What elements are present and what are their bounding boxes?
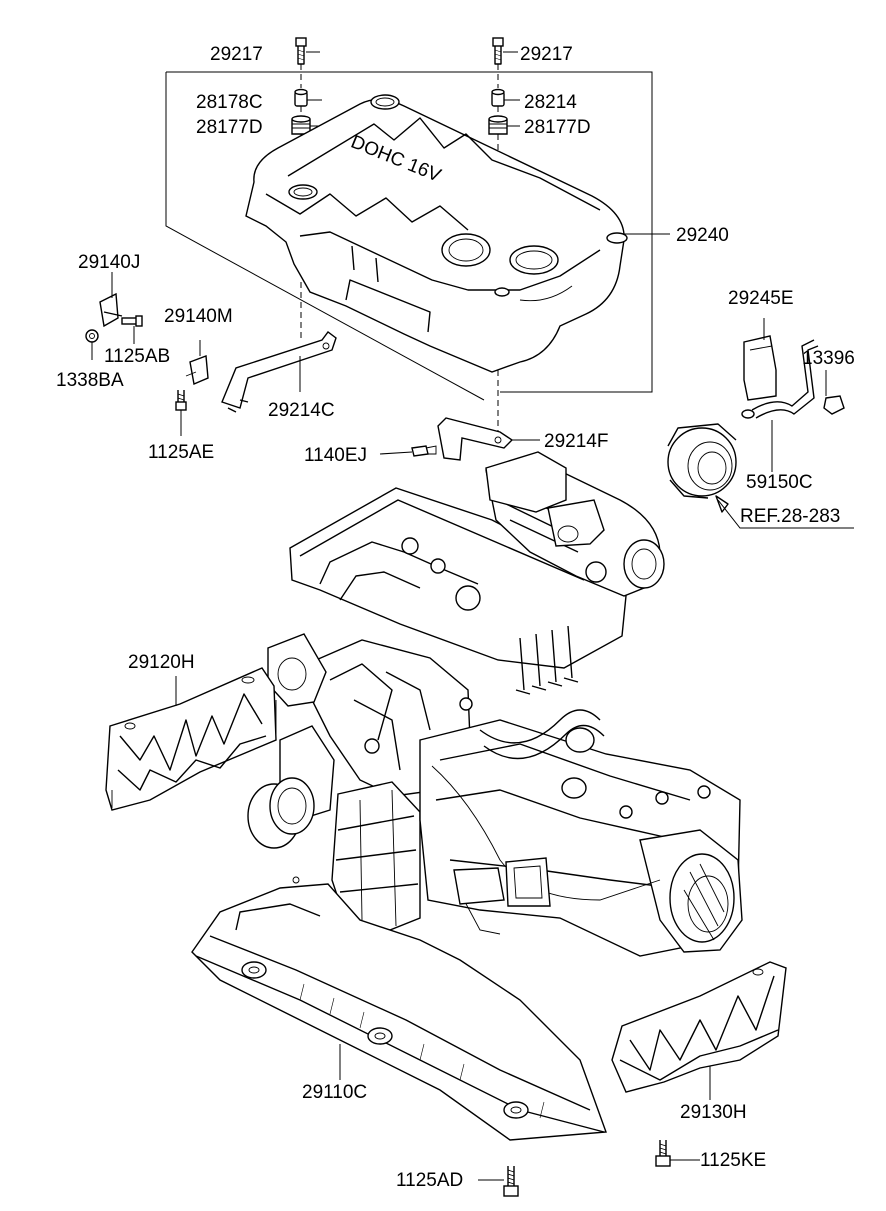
label-29120H: 29120H xyxy=(128,652,195,673)
under-cover-29110C xyxy=(191,876,607,1141)
label-28177D-left: 28177D xyxy=(196,117,263,138)
collar-28214 xyxy=(491,88,505,107)
cover-group-frame xyxy=(165,71,653,401)
bolt-1125KE xyxy=(655,1140,671,1167)
label-29110C: 29110C xyxy=(302,1082,367,1103)
bolt-1140EJ xyxy=(411,445,437,457)
bolt-1125AD xyxy=(503,1166,519,1197)
label-28214: 28214 xyxy=(524,92,577,113)
label-59150C: 59150C xyxy=(746,472,813,493)
nut-1338BA xyxy=(85,329,99,343)
label-29214C: 29214C xyxy=(268,400,335,421)
engine-cover-29240 xyxy=(245,94,628,373)
label-1125AE: 1125AE xyxy=(148,442,214,463)
collar-28178C xyxy=(294,88,308,107)
label-1125KE: 1125KE xyxy=(700,1150,766,1171)
label-1125AD: 1125AD xyxy=(396,1170,463,1191)
bracket-29214F xyxy=(437,417,514,461)
bolt-1125AE xyxy=(175,390,187,411)
heat-protector-29120H xyxy=(105,667,277,811)
hose-59150C xyxy=(741,339,819,419)
engine-assembly xyxy=(247,451,743,957)
label-29140M: 29140M xyxy=(164,306,233,327)
label-1338BA: 1338BA xyxy=(56,370,124,391)
bolt-29217-right xyxy=(492,37,504,65)
heat-protector-29130H xyxy=(611,961,787,1093)
throttle-body xyxy=(667,423,737,499)
label-28177D-right: 28177D xyxy=(524,117,591,138)
label-ref-28-283: REF.28-283 xyxy=(740,506,840,527)
label-1140EJ: 1140EJ xyxy=(304,445,367,466)
bracket-29140M xyxy=(185,355,209,385)
bracket-29214C xyxy=(221,331,337,413)
clamp-13396 xyxy=(823,395,845,415)
label-13396: 13396 xyxy=(802,348,855,369)
label-28178C: 28178C xyxy=(196,92,263,113)
label-1125AB: 1125AB xyxy=(104,346,170,367)
label-29245E: 29245E xyxy=(728,288,794,309)
bracket-29245E xyxy=(743,335,777,401)
label-29140J: 29140J xyxy=(78,252,140,273)
grommet-28177D-left xyxy=(291,115,311,135)
label-29217-right: 29217 xyxy=(520,44,573,65)
bracket-29140J xyxy=(99,292,123,328)
label-29130H: 29130H xyxy=(680,1102,747,1123)
label-29240: 29240 xyxy=(676,225,729,246)
bolt-29217-left xyxy=(295,37,307,65)
grommet-28177D-right xyxy=(488,115,508,135)
bolt-1125AB xyxy=(121,315,143,327)
label-29217-left: 29217 xyxy=(210,44,263,65)
label-29214F: 29214F xyxy=(544,431,608,452)
